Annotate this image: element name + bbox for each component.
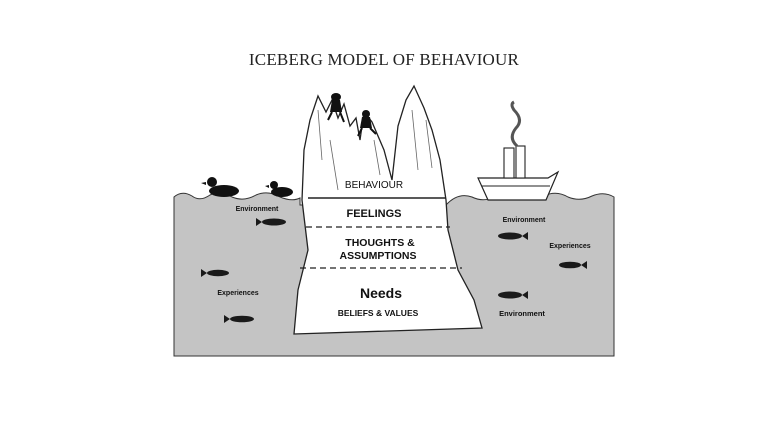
label-environment-left: Environment xyxy=(236,206,279,213)
layer-feelings: FEELINGS xyxy=(346,208,401,220)
label-environment-right-top: Environment xyxy=(503,217,546,224)
diagram-title: ICEBERG MODEL OF BEHAVIOUR xyxy=(248,50,520,69)
ice-crevices xyxy=(317,109,433,191)
fish-icon-5 xyxy=(559,261,587,269)
boat-icon xyxy=(477,100,560,201)
duck-icon-2 xyxy=(265,181,293,197)
duck-icon-1 xyxy=(201,177,239,197)
label-experiences-right: Experiences xyxy=(549,243,590,250)
label-experiences-left: Experiences xyxy=(217,290,258,297)
layer-thoughts-1: THOUGHTS & xyxy=(345,237,415,249)
fish-icon-6 xyxy=(498,291,528,299)
fish-icon-1 xyxy=(256,218,286,226)
layer-needs: Needs xyxy=(360,285,402,301)
label-environment-right-bottom: Environment xyxy=(499,309,545,318)
iceberg xyxy=(293,84,483,335)
climber-figure-2 xyxy=(357,110,377,137)
layer-behaviour: BEHAVIOUR xyxy=(345,180,403,191)
fish-icon-4 xyxy=(498,232,528,240)
fish-icon-3 xyxy=(224,315,254,323)
layer-beliefs: BELIEFS & VALUES xyxy=(338,308,419,318)
fish-icon-2 xyxy=(201,269,229,277)
climber-figure-1 xyxy=(327,93,345,123)
layer-thoughts-2: ASSUMPTIONS xyxy=(339,250,416,262)
